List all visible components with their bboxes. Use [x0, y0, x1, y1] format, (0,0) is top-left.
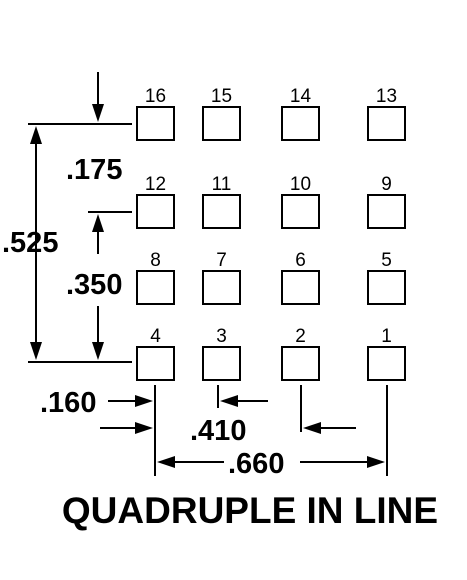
spacing1-label: .160 [40, 387, 96, 419]
pin-number-16: 16 [145, 86, 166, 107]
offset-dimension-label: .175 [66, 154, 122, 186]
spacing2-label: .410 [190, 415, 246, 447]
pin-pad-4 [136, 346, 175, 381]
pin-number-5: 5 [381, 250, 392, 271]
arrow-right-icon [135, 422, 153, 434]
overall-height-label: .525 [2, 227, 58, 259]
pin-pad-5 [367, 270, 406, 305]
spacing3-label: .660 [228, 448, 284, 480]
pin-pad-12 [136, 194, 175, 229]
arrow-right-icon [367, 456, 385, 468]
pin-number-8: 8 [150, 250, 161, 271]
pin-pad-16 [136, 106, 175, 141]
pin-pad-2 [281, 346, 320, 381]
pin-number-15: 15 [211, 86, 232, 107]
pin-number-11: 11 [212, 174, 232, 195]
pin-pad-14 [281, 106, 320, 141]
package-title: QUADRUPLE IN LINE [62, 490, 438, 531]
arrow-up-icon [30, 126, 42, 144]
pin-number-7: 7 [216, 250, 227, 271]
arrow-left-icon [303, 422, 321, 434]
pin-number-4: 4 [150, 326, 161, 347]
pin-number-3: 3 [216, 326, 227, 347]
arrow-up-icon [92, 214, 104, 232]
pin-number-12: 12 [145, 174, 166, 195]
pin-pad-8 [136, 270, 175, 305]
pin-pad-13 [367, 106, 406, 141]
pin-pad-15 [202, 106, 241, 141]
pin-pad-9 [367, 194, 406, 229]
pin-number-6: 6 [295, 250, 306, 271]
arrow-left-icon [220, 395, 238, 407]
arrow-right-icon [135, 395, 153, 407]
pin-pad-10 [281, 194, 320, 229]
pin-number-14: 14 [290, 86, 312, 107]
arrow-down-icon [92, 104, 104, 122]
pin-number-10: 10 [290, 174, 311, 195]
pin-pad-11 [202, 194, 241, 229]
arrow-down-icon [30, 342, 42, 360]
pin-number-2: 2 [295, 326, 306, 347]
pin-pad-1 [367, 346, 406, 381]
arrow-down-icon [92, 342, 104, 360]
pin-pad-7 [202, 270, 241, 305]
pin-pad-6 [281, 270, 320, 305]
arrow-left-icon [157, 456, 175, 468]
row-span-label: .350 [66, 269, 122, 301]
pin-number-1: 1 [381, 326, 392, 347]
pin-pad-3 [202, 346, 241, 381]
pin-grid: 16 15 14 13 12 11 10 9 8 7 6 5 4 3 2 1 [136, 86, 406, 381]
pin-number-13: 13 [376, 86, 397, 107]
pin-number-9: 9 [381, 174, 392, 195]
